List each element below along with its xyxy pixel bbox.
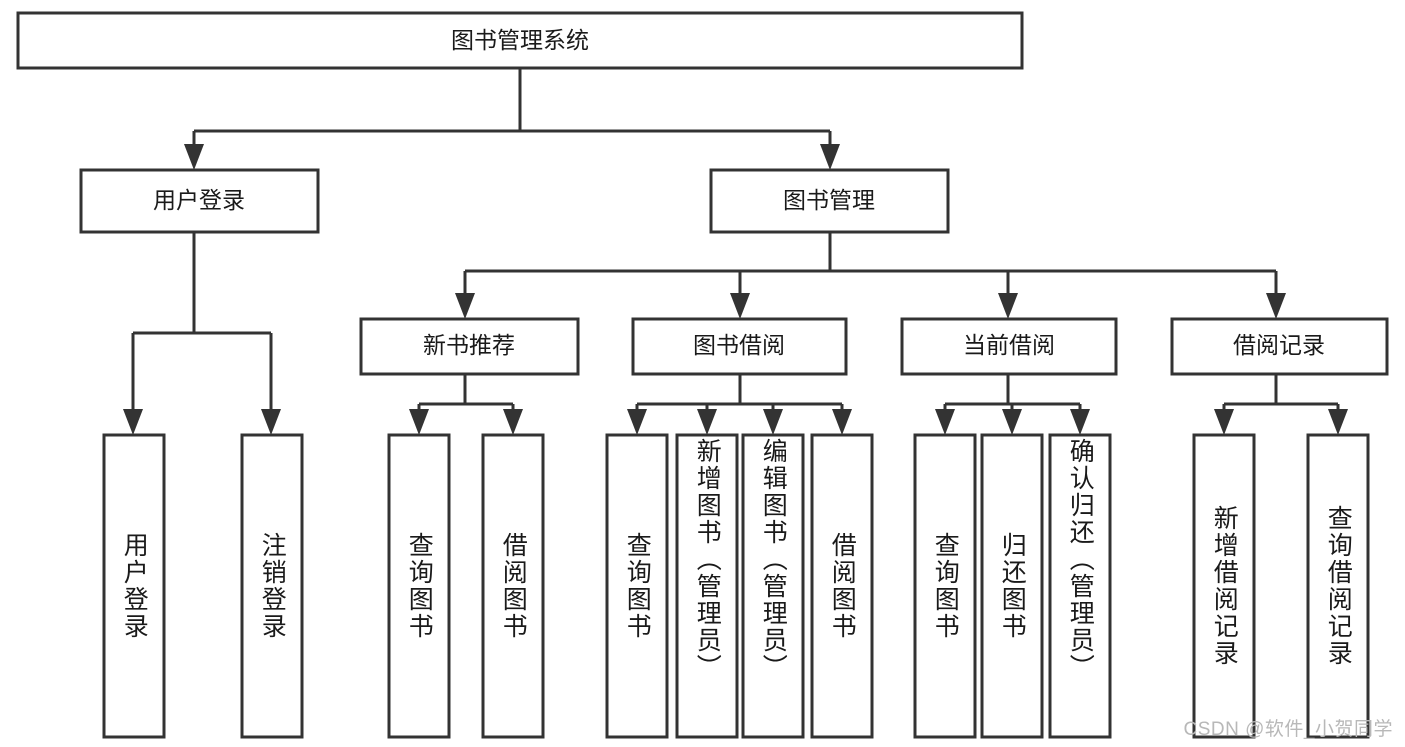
edges-layer bbox=[123, 68, 1348, 435]
node-leaf-user-login-1-box[interactable] bbox=[240, 433, 304, 739]
node-leaf-new-book-1-box[interactable] bbox=[481, 433, 545, 739]
node-leaf-book-borrow-3-box[interactable] bbox=[810, 433, 874, 739]
arrow-current-borrow-leaf-0 bbox=[935, 409, 955, 435]
arrow-to-borrow-record bbox=[1266, 293, 1286, 319]
node-leaf-book-borrow-2-box[interactable] bbox=[741, 433, 805, 739]
arrow-user-login-leaf-0 bbox=[123, 409, 143, 435]
node-root-box[interactable] bbox=[16, 11, 1024, 70]
node-current-borrow-box[interactable] bbox=[900, 317, 1118, 376]
node-leaf-current-borrow-2-box[interactable] bbox=[1048, 433, 1112, 739]
arrow-current-borrow-leaf-2 bbox=[1070, 409, 1090, 435]
arrow-new-book-leaf-0 bbox=[409, 409, 429, 435]
arrow-current-borrow-leaf-1 bbox=[1002, 409, 1022, 435]
node-user-login-box[interactable] bbox=[79, 168, 320, 234]
node-leaf-new-book-0-box[interactable] bbox=[387, 433, 451, 739]
node-user-login-label: 用户登录 bbox=[153, 187, 245, 213]
node-leaf-borrow-record-1-box[interactable] bbox=[1306, 433, 1370, 739]
node-leaf-book-borrow-0-box[interactable] bbox=[605, 433, 669, 739]
node-leaf-current-borrow-1-box[interactable] bbox=[980, 433, 1044, 739]
node-borrow-record-box[interactable] bbox=[1170, 317, 1389, 376]
node-current-borrow-label: 当前借阅 bbox=[963, 332, 1055, 358]
node-borrow-record-label: 借阅记录 bbox=[1233, 332, 1325, 358]
arrow-to-user-login bbox=[184, 144, 204, 170]
node-root-label: 图书管理系统 bbox=[451, 27, 589, 53]
node-new-book-label: 新书推荐 bbox=[423, 332, 515, 358]
arrow-borrow-record-leaf-1 bbox=[1328, 409, 1348, 435]
node-leaf-book-borrow-1-box[interactable] bbox=[675, 433, 739, 739]
node-leaf-user-login-0-box[interactable] bbox=[102, 433, 166, 739]
node-book-mgmt-label: 图书管理 bbox=[783, 187, 875, 213]
arrow-borrow-record-leaf-0 bbox=[1214, 409, 1234, 435]
node-book-borrow-box[interactable] bbox=[631, 317, 848, 376]
arrow-book-borrow-leaf-3 bbox=[832, 409, 852, 435]
arrow-user-login-leaf-1 bbox=[261, 409, 281, 435]
arrow-new-book-leaf-1 bbox=[503, 409, 523, 435]
arrow-book-borrow-leaf-0 bbox=[627, 409, 647, 435]
node-new-book-box[interactable] bbox=[359, 317, 580, 376]
node-book-mgmt-box[interactable] bbox=[709, 168, 950, 234]
arrow-to-current-borrow bbox=[998, 293, 1018, 319]
node-leaf-borrow-record-0-box[interactable] bbox=[1192, 433, 1256, 739]
arrow-book-borrow-leaf-1 bbox=[697, 409, 717, 435]
nodes-layer: 图书管理系统 用户登录 图书管理 新书推荐 图书借阅 当前借阅 借阅记录 bbox=[16, 11, 1389, 739]
arrow-to-book-borrow bbox=[730, 293, 750, 319]
arrow-to-new-book bbox=[455, 293, 475, 319]
arrow-to-book-mgmt bbox=[820, 144, 840, 170]
arrow-book-borrow-leaf-2 bbox=[763, 409, 783, 435]
watermark-text: CSDN @软件_小贺同学 bbox=[1183, 719, 1393, 740]
node-book-borrow-label: 图书借阅 bbox=[693, 332, 785, 358]
node-leaf-current-borrow-0-box[interactable] bbox=[913, 433, 977, 739]
